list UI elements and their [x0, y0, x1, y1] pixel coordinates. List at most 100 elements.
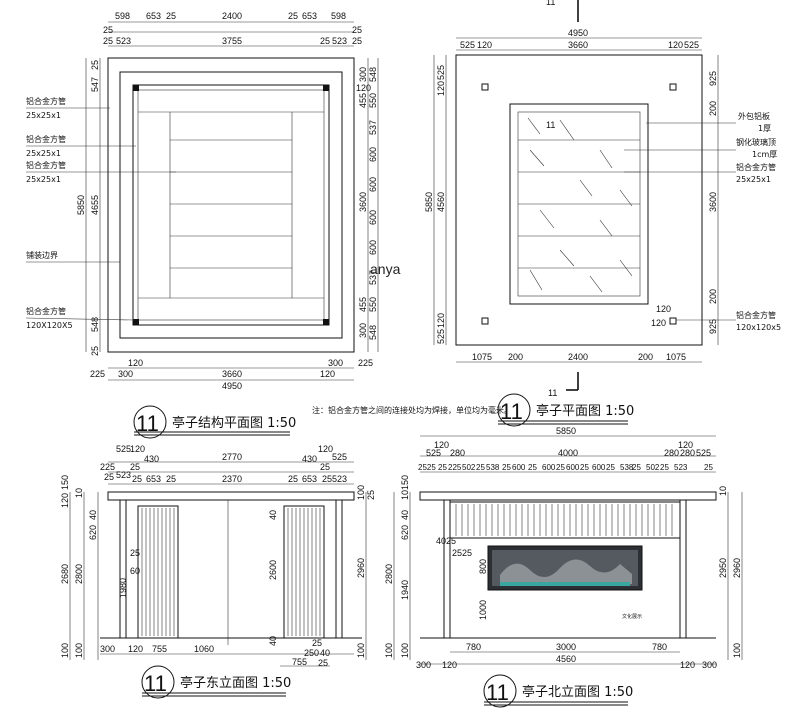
ee-inner-40a: 40 — [268, 510, 278, 520]
ne-right-2950: 2950 — [718, 558, 728, 578]
pp-section-mid: 11 — [546, 120, 555, 130]
pp-left-4560: 4560 — [436, 192, 446, 212]
ne-left-10: 10 — [400, 490, 410, 500]
ne-r4-13: 600 — [592, 463, 606, 472]
ee-top2-430a: 430 — [144, 454, 159, 464]
ne-r4-15: 538 — [620, 463, 634, 472]
ee-top2-25b: 25 — [320, 462, 330, 472]
pp-section-bot: 11 — [548, 388, 557, 398]
sp-right-455b: 455 — [358, 297, 368, 312]
ne-left-40: 40 — [400, 510, 410, 520]
sp-bot-120b: 120 — [320, 369, 335, 379]
ne-left-40b: 40 — [436, 536, 446, 546]
glass-frame-outer — [509, 103, 649, 305]
ee-left-10: 10 — [74, 488, 84, 498]
pp-left-120b: 120 — [436, 313, 446, 328]
sp-right-548b: 548 — [368, 325, 378, 340]
ee-left-60: 60 — [130, 566, 140, 576]
pp-label-4: 铝合金方管 — [736, 310, 776, 320]
ee-left-2680: 2680 — [60, 564, 70, 584]
pp-right-3600: 3600 — [708, 192, 718, 212]
ne-title: 亭子北立面图 1:50 — [522, 684, 633, 700]
sp-top3-523a: 523 — [116, 36, 131, 46]
sp-right-600b: 600 — [368, 177, 378, 192]
sp-label-3: 铝合金方管 — [26, 160, 66, 170]
pp-bot-2400: 2400 — [568, 352, 588, 362]
sp-right-600c: 600 — [368, 210, 378, 225]
pp-top-525a: 525 — [460, 40, 475, 50]
ne-r4-17: 502 — [646, 463, 660, 472]
ne-top-120a: 120 — [434, 440, 449, 450]
ne-left-800: 800 — [478, 559, 488, 574]
ne-right-2960: 2960 — [732, 558, 742, 578]
ee-top-525b: 525 — [332, 452, 347, 462]
sp-top-653b: 653 — [302, 11, 317, 21]
ee-left-620: 620 — [88, 525, 98, 540]
ne-top-row4: 2525 25 225 502 25 538 25 600 25 600 25 … — [418, 463, 713, 472]
sp-top3-25c: 25 — [352, 36, 362, 46]
pp-section-top: 11 — [546, 0, 555, 7]
pp-label-2b: 1cm厚 — [752, 150, 777, 159]
ne-top-280a: 280 — [450, 448, 465, 458]
pavilion-plan: 11 11 11 4950 525 120 3660 120 525 525 1… — [424, 0, 781, 427]
ne-top-4000: 4000 — [558, 448, 578, 458]
sp-bot-120a: 120 — [128, 358, 143, 368]
ee-bot-120: 120 — [128, 644, 143, 654]
sp-bot-4950: 4950 — [222, 381, 242, 391]
ne-roof — [419, 491, 717, 501]
ee-left-120: 120 — [60, 493, 70, 508]
ee-top3-523b: 523 — [332, 474, 347, 484]
sp-label-5b: 120X120X5 — [26, 321, 73, 330]
sp-top2-25a: 25 — [103, 25, 113, 35]
sp-label-1: 铝合金方管 — [26, 96, 66, 106]
ne-bot-4560: 4560 — [556, 654, 576, 664]
ne-r4-16: 25 — [632, 463, 641, 472]
pp-small-120b: 120 — [651, 318, 666, 328]
ne-top-525a: 525 — [426, 448, 441, 458]
pp-right-200a: 200 — [708, 101, 718, 116]
ne-left-1940: 1940 — [400, 580, 410, 600]
ee-right-2960: 2960 — [356, 558, 366, 578]
ee-top3-2370: 2370 — [222, 474, 242, 484]
ne-top-280b: 280 — [664, 448, 679, 458]
sp-note: 注：铝合金方管之间的连接处均为焊接，单位均为毫米。 — [312, 405, 512, 415]
sp-label-4: 铺装边界 — [26, 250, 58, 260]
sp-top2-25b: 25 — [352, 25, 362, 35]
pp-top-120b: 120 — [668, 40, 683, 50]
sp-top3-25a: 25 — [103, 36, 113, 46]
ee-top-2770: 2770 — [222, 452, 242, 462]
ee-top3-25c: 25 — [288, 474, 298, 484]
ne-r4-19: 523 — [674, 463, 688, 472]
ee-left-1980: 1980 — [118, 578, 128, 598]
sp-right-537a: 537 — [368, 120, 378, 135]
ee-top3-653a: 653 — [146, 474, 161, 484]
inner-frame — [132, 84, 330, 326]
ee-left-150: 150 — [60, 475, 70, 490]
ee-top3-653b: 653 — [302, 474, 317, 484]
pp-label-1: 外包铝板 — [738, 111, 770, 121]
sp-top-25b: 25 — [288, 11, 298, 21]
ne-top-525b: 525 — [696, 448, 711, 458]
pp-left-5850: 5850 — [424, 192, 434, 212]
ee-left-100b: 100 — [74, 643, 84, 658]
ee-top-225: 225 — [100, 462, 115, 472]
ee-bot-1060: 1060 — [194, 644, 214, 654]
sp-left-4655: 4655 — [90, 195, 100, 215]
sp-right-3600: 3600 — [358, 192, 368, 212]
sp-label-2b: 25x25x1 — [26, 149, 61, 158]
ne-top-280c: 280 — [680, 448, 695, 458]
pp-left-525a: 525 — [436, 65, 446, 80]
ee-top3-25b: 25 — [166, 474, 176, 484]
ne-slat-band — [449, 501, 681, 539]
pp-left-120a: 120 — [436, 81, 446, 96]
ne-right-10: 10 — [718, 486, 728, 496]
sp-right-120: 120 — [356, 83, 371, 93]
ne-r4-2: 225 — [448, 463, 462, 472]
ne-bot-120a: 120 — [442, 660, 457, 670]
ee-roof — [107, 491, 355, 501]
ne-r4-0: 2525 — [418, 463, 436, 472]
ee-top3-25a: 25 — [132, 474, 142, 484]
ne-left-2800: 2800 — [384, 564, 394, 584]
ne-r4-5: 538 — [486, 463, 500, 472]
sp-label-5: 铝合金方管 — [26, 306, 66, 316]
